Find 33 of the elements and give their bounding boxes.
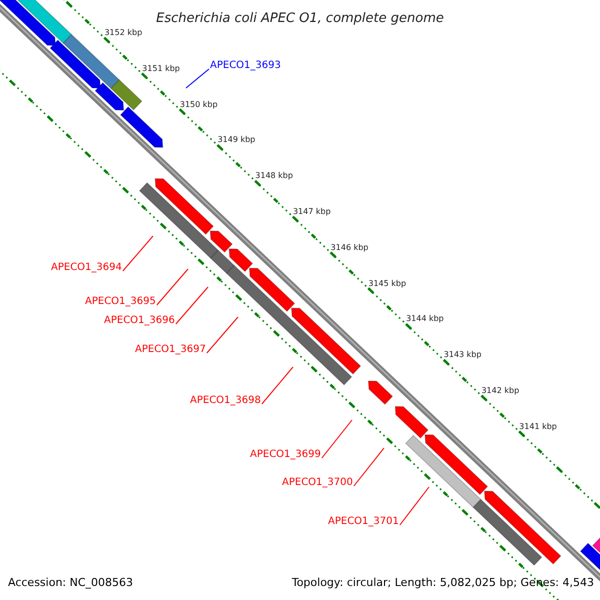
position-label: 3152 kbp — [104, 28, 142, 38]
gene-label: APECO1_3697 — [135, 344, 206, 356]
leader-line — [399, 486, 430, 526]
gene-label: APECO1_3698 — [190, 395, 261, 407]
leader-line — [321, 420, 352, 458]
gene-label: APECO1_3693 — [210, 60, 281, 72]
position-label: 3148 kbp — [255, 171, 293, 182]
leader-line — [261, 366, 294, 404]
accession-label: Accession: NC_008563 — [8, 575, 134, 591]
position-label: 3141 kbp — [519, 422, 557, 432]
leader-line — [175, 286, 208, 324]
position-label: 3145 kbp — [368, 278, 406, 289]
leader-line — [206, 316, 238, 354]
position-label: 3149 kbp — [218, 135, 256, 146]
position-label: 3150 kbp — [180, 100, 218, 110]
genome-summary: Topology: circular; Length: 5,082,025 bp; Genes: 4,543 — [292, 575, 594, 591]
diagram-title: Escherichia coli APEC O1, complete genome — [155, 10, 445, 28]
gene-label: APECO1_3700 — [282, 477, 353, 489]
position-label: 3151 kbp — [142, 64, 180, 74]
gene-label: APECO1_3695 — [85, 296, 156, 308]
leader-line — [156, 268, 188, 306]
gene-label: APECO1_3696 — [104, 315, 175, 327]
leader-line — [186, 68, 210, 88]
gene-label: APECO1_3701 — [328, 516, 399, 528]
position-label: 3144 kbp — [406, 314, 444, 324]
leader-line — [353, 448, 384, 486]
position-label: 3146 kbp — [330, 242, 368, 253]
position-label: 3147 kbp — [292, 206, 331, 217]
position-label: 3142 kbp — [481, 386, 520, 396]
position-label: 3143 kbp — [444, 350, 482, 360]
gene-label: APECO1_3699 — [250, 449, 321, 461]
leader-line — [122, 236, 154, 272]
gene-label: APECO1_3694 — [51, 262, 122, 274]
